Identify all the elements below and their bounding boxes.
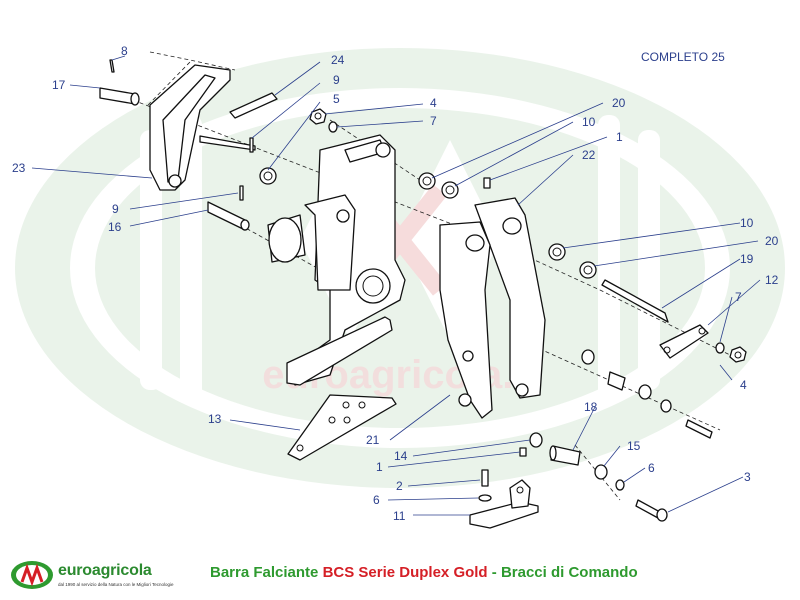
callout-3: 3 [744,470,751,484]
callout-20b: 20 [765,234,779,248]
callout-24: 24 [331,53,345,67]
callout-2: 2 [396,479,403,493]
part-grease-nipple [483,177,491,189]
part-support-1 [267,134,406,386]
callout-9a: 9 [333,73,340,87]
callout-10b: 10 [740,216,754,230]
callout-11: 11 [393,509,406,523]
part-bushing-5 [259,167,277,185]
callout-20a: 20 [612,96,626,110]
title-section: - Bracci di Comando [487,564,638,581]
callout-6b: 6 [373,493,380,507]
title-series: BCS Serie Duplex Gold [322,564,488,581]
part-split-pin-8 [109,59,115,73]
part-stud-19 [601,279,669,323]
callout-23: 23 [12,161,26,175]
part-sleeve-18 [549,445,581,466]
part-pin-16 [207,201,250,231]
part-arm-21 [439,221,493,419]
part-nut-4a [309,108,327,125]
callout-7b: 7 [735,290,742,304]
part-grease-nipple-lower [519,447,527,457]
callout-10a: 10 [582,115,596,129]
callout-19: 19 [740,252,754,266]
callout-16: 16 [108,220,122,234]
part-fasteners-lower [581,349,713,439]
callout-21: 21 [366,433,380,447]
part-nut-4b [729,346,747,363]
watermark-logo: euroagricola.it [15,48,785,488]
callout-14: 14 [394,449,408,463]
callout-1a: 1 [616,130,623,144]
callout-4b: 4 [740,378,747,392]
part-bolt-3 [635,499,668,522]
part-split-pin-9b [239,185,244,201]
callout-4a: 4 [430,96,437,110]
part-plate-13 [287,394,397,461]
callout-17: 17 [52,78,66,92]
footer: euroagricola dal 1990 al servizio della … [0,552,800,600]
assembly-label: COMPLETO 25 [641,50,725,64]
part-nut-15 [594,464,608,480]
callout-6a: 6 [648,461,655,475]
callout-1b: 1 [376,460,383,474]
part-bushing-20b [579,261,597,279]
callout-9b: 9 [112,202,119,216]
part-screw-2 [481,469,489,487]
callout-7a: 7 [430,114,437,128]
part-bushing-10b [548,243,566,261]
title-product: Barra Falciante [210,564,323,581]
part-washer-7b [715,342,725,354]
callout-leaders [31,55,761,516]
callout-12: 12 [765,273,779,287]
callout-8: 8 [121,44,128,58]
part-washer-6a [615,479,625,491]
callout-labels: 8 17 24 9 5 4 7 20 10 1 22 23 9 16 10 20… [12,44,779,523]
diagram-title: Barra Falciante BCS Serie Duplex Gold - … [210,564,638,581]
brand-tagline: dal 1990 al servizio della Natura con le… [58,582,174,587]
part-washer-6b [478,494,492,502]
brand-name: euroagricola [58,562,152,579]
part-bracket-11 [469,479,539,529]
callout-15: 15 [627,439,641,453]
part-plate-24 [199,92,278,151]
part-bushing-10a [441,181,459,199]
part-bracket-23 [149,64,231,191]
part-arm-22 [474,197,546,399]
callout-5: 5 [333,92,340,106]
callout-18: 18 [584,400,598,414]
brand-logo-icon [11,561,53,589]
part-bushing-20a [418,172,436,190]
callout-22: 22 [582,148,596,162]
callout-13: 13 [208,412,222,426]
part-nut-14 [529,432,543,448]
part-pin-17 [99,87,140,106]
brand-logo[interactable]: euroagricola dal 1990 al servizio della … [10,558,178,594]
part-split-pin-9a [249,137,254,153]
part-washer-7a [328,121,338,133]
part-link-12 [659,324,709,359]
